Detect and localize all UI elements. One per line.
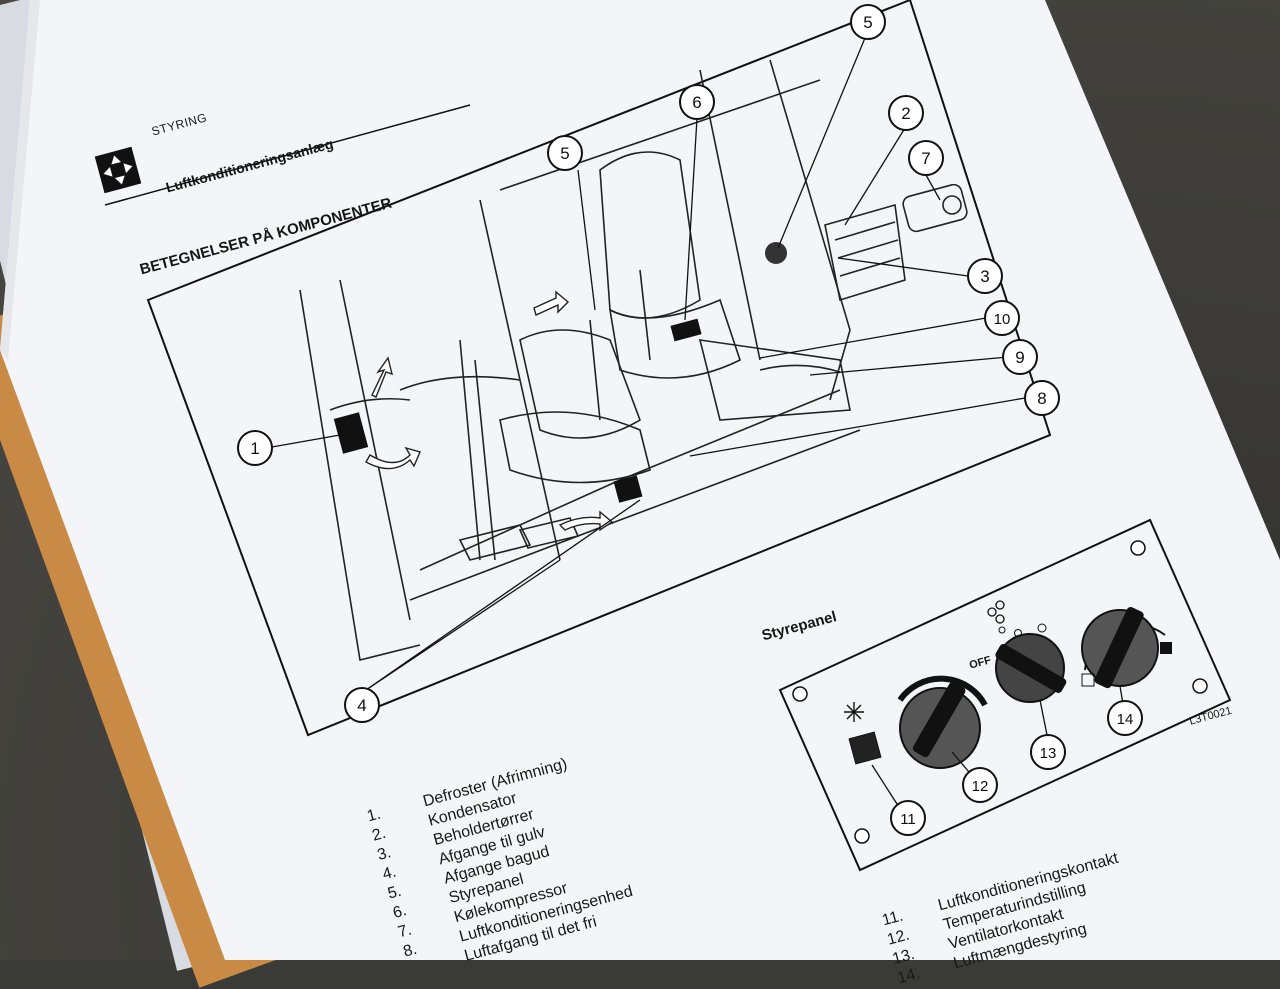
ac-switch-button xyxy=(848,731,882,765)
callout-13: 13 xyxy=(1040,745,1057,762)
callout-5a: 5 xyxy=(560,144,569,163)
callout-3: 3 xyxy=(980,267,989,286)
callout-14: 14 xyxy=(1117,711,1134,728)
diagram-frame xyxy=(146,0,1052,737)
fan-symbol-icon xyxy=(987,600,1005,624)
callout-8: 8 xyxy=(1037,389,1046,408)
callout-6: 6 xyxy=(692,93,701,112)
recirculation-icon xyxy=(1081,673,1095,687)
callout-10: 10 xyxy=(994,311,1011,328)
compressor-drawing xyxy=(902,183,968,233)
vent-grilles xyxy=(333,318,702,503)
leader-lines xyxy=(271,37,1026,691)
temperature-dial xyxy=(897,675,988,769)
cab-drawing xyxy=(299,59,906,661)
fresh-air-icon xyxy=(1160,642,1172,654)
callout-9: 9 xyxy=(1015,348,1024,367)
callout-circles xyxy=(237,4,1143,836)
callout-numbers: 1 2 3 4 5 5 6 7 8 9 10 11 12 13 14 xyxy=(250,13,1133,828)
callout-5b: 5 xyxy=(863,13,872,32)
page-illustration: 1 2 3 4 5 5 6 7 8 9 10 11 12 13 14 xyxy=(0,0,1280,960)
styring-logo-icon xyxy=(94,146,142,194)
control-panel-frame xyxy=(778,518,1232,872)
callout-4: 4 xyxy=(357,696,366,715)
callout-1: 1 xyxy=(250,439,259,458)
airflow-arrows xyxy=(365,290,614,532)
fan-dial xyxy=(995,623,1067,703)
callout-7: 7 xyxy=(921,149,930,168)
snowflake-icon xyxy=(844,702,864,722)
callout-2: 2 xyxy=(901,104,910,123)
paper-sheet xyxy=(0,0,1280,960)
callout-12: 12 xyxy=(972,778,989,795)
rear-vent-knob xyxy=(765,242,787,264)
callout-11: 11 xyxy=(900,811,916,828)
header-rule xyxy=(104,104,471,206)
